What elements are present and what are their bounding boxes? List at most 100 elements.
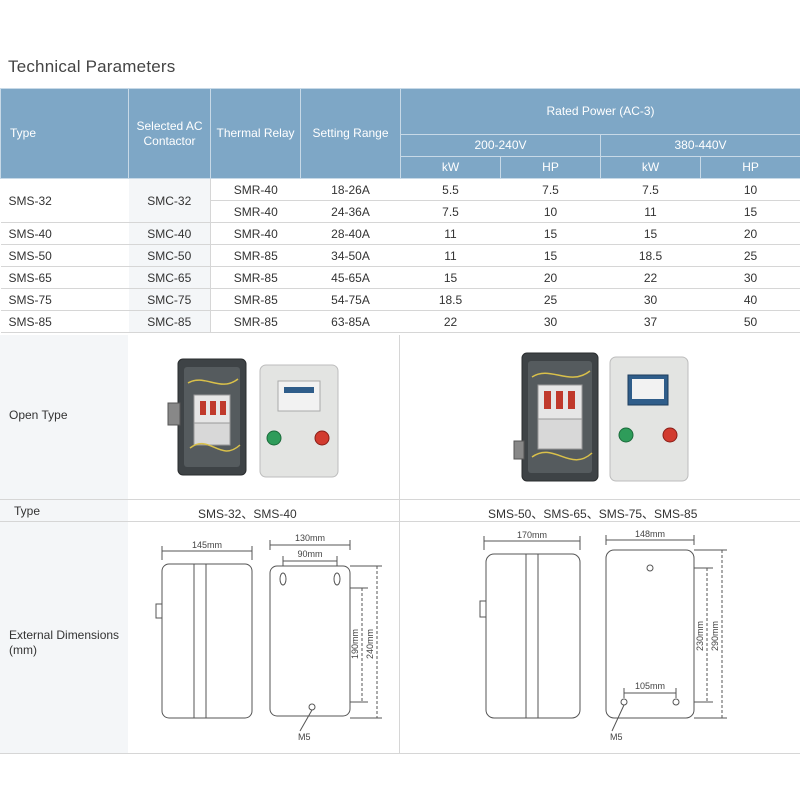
dim-width-back: 148mm [635,529,665,539]
cell-contactor: SMC-40 [128,222,211,245]
open-type-label-cell: Open Type [0,335,128,499]
type-value-right: SMS-50、SMS-65、SMS-75、SMS-85 [488,507,698,521]
dim-screw: M5 [610,732,623,742]
cell-relay: SMR-85 [210,288,301,311]
cell-hp2: 10 [700,178,800,201]
section-divider [399,500,400,522]
header-hp: HP [500,156,601,179]
cell-hp2: 30 [700,266,800,289]
header-kw: kW [600,156,701,179]
spec-table: Type Selected AC Contactor Thermal Relay… [0,88,800,333]
cell-contactor: SMC-32 [128,178,211,223]
table-row: SMS-32 SMC-32 SMR-40 18-26A 5.5 7.5 7.5 … [0,178,800,223]
cell-range: 24-36A [300,200,401,223]
cell-kw1: 18.5 [400,288,501,311]
table-row: SMR-40 24-36A 7.5 10 11 15 [1,200,800,223]
dim-height-holes: 230mm [695,621,705,651]
cell-kw1: 15 [400,266,501,289]
cell-type: SMS-32 [0,178,129,223]
cell-relay: SMR-85 [210,244,301,267]
cell-kw1: 7.5 [400,200,501,223]
cell-hp1: 20 [500,266,601,289]
cell-type: SMS-50 [0,244,129,267]
cell-relay: SMR-40 [210,200,301,223]
type-label: Type [14,504,41,518]
cell-hp2: 50 [700,310,800,333]
cell-contactor: SMC-65 [128,266,211,289]
cell-range: 54-75A [300,288,401,311]
cell-type: SMS-85 [0,310,129,333]
header-rated-power: Rated Power (AC-3) [399,88,800,135]
cell-kw2: 7.5 [600,178,701,201]
product-photo-large [513,352,689,482]
cell-kw1: 11 [400,244,501,267]
header-contactor: Selected AC Contactor [128,88,211,179]
cell-kw1: 5.5 [400,178,501,201]
cell-hp1: 15 [500,222,601,245]
type-value-left: SMS-32、SMS-40 [198,507,297,521]
header-voltage-380: 380-440V [599,134,800,157]
header-relay: Thermal Relay [210,88,301,179]
cell-range: 28-40A [300,222,401,245]
header-range: Setting Range [300,88,401,179]
cell-kw2: 11 [600,200,701,223]
cell-range: 63-85A [300,310,401,333]
cell-relay: SMR-85 [210,310,301,333]
dimension-drawing-small: 145mm 130mm 90mm 190mm 240mm M5 [155,533,382,742]
cell-hp2: 15 [700,200,800,223]
dimensions-section: External Dimensions (mm) [0,522,800,754]
section-divider-line [0,499,800,500]
section-divider-line [0,753,800,754]
open-type-section: Open Type [0,335,800,499]
cell-kw2: 37 [600,310,701,333]
section-divider [399,522,400,754]
type-label-cell: Type [0,500,128,522]
dim-height-outer: 290mm [710,621,720,651]
open-type-label: Open Type [9,408,68,422]
header-voltage-200: 200-240V [400,134,601,157]
dim-width-back: 130mm [295,533,325,543]
cell-type: SMS-65 [0,266,129,289]
cell-hp1: 15 [500,244,601,267]
dim-screw: M5 [298,732,311,742]
header-hp: HP [699,156,800,179]
table-row: SMS-65 SMC-65 SMR-85 45-65A 15 20 22 30 [0,266,800,289]
section-divider [399,335,400,499]
header-type: Type [0,88,129,179]
table-row: SMS-85 SMC-85 SMR-85 63-85A 22 30 37 50 [0,310,800,333]
dim-height-holes: 190mm [350,629,360,659]
dimension-drawing-large: 170mm 148mm 105mm 230mm 290mm M5 [479,529,727,742]
cell-hp1: 10 [500,200,601,223]
dimensions-label: External Dimensions (mm) [9,628,120,657]
cell-kw1: 22 [400,310,501,333]
page-title: Technical Parameters [8,57,176,76]
header-kw: kW [400,156,501,179]
cell-kw2: 18.5 [600,244,701,267]
cell-range: 45-65A [300,266,401,289]
type-section: Type [0,500,800,522]
cell-hp1: 25 [500,288,601,311]
cell-contactor: SMC-85 [128,310,211,333]
table-row: SMS-50 SMC-50 SMR-85 34-50A 11 15 18.5 2… [0,244,800,267]
cell-range: 18-26A [300,178,401,201]
cell-relay: SMR-40 [210,178,301,201]
section-divider-line [0,521,800,522]
dim-width-outer: 170mm [517,530,547,540]
table-row: SMS-75 SMC-75 SMR-85 54-75A 18.5 25 30 4… [0,288,800,311]
cell-hp2: 40 [700,288,800,311]
cell-range: 34-50A [300,244,401,267]
cell-hp2: 25 [700,244,800,267]
cell-hp2: 20 [700,222,800,245]
dimensions-label-cell: External Dimensions (mm) [0,522,128,754]
product-photo-small [167,358,339,478]
cell-type: SMS-75 [0,288,129,311]
dim-height-outer: 240mm [365,629,375,659]
cell-hp1: 30 [500,310,601,333]
cell-relay: SMR-85 [210,266,301,289]
cell-type: SMS-40 [0,222,129,245]
cell-kw2: 15 [600,222,701,245]
cell-hp1: 7.5 [500,178,601,201]
table-row: SMS-40 SMC-40 SMR-40 28-40A 11 15 15 20 [0,222,800,245]
cell-relay: SMR-40 [210,222,301,245]
dim-width-holes: 90mm [297,549,322,559]
